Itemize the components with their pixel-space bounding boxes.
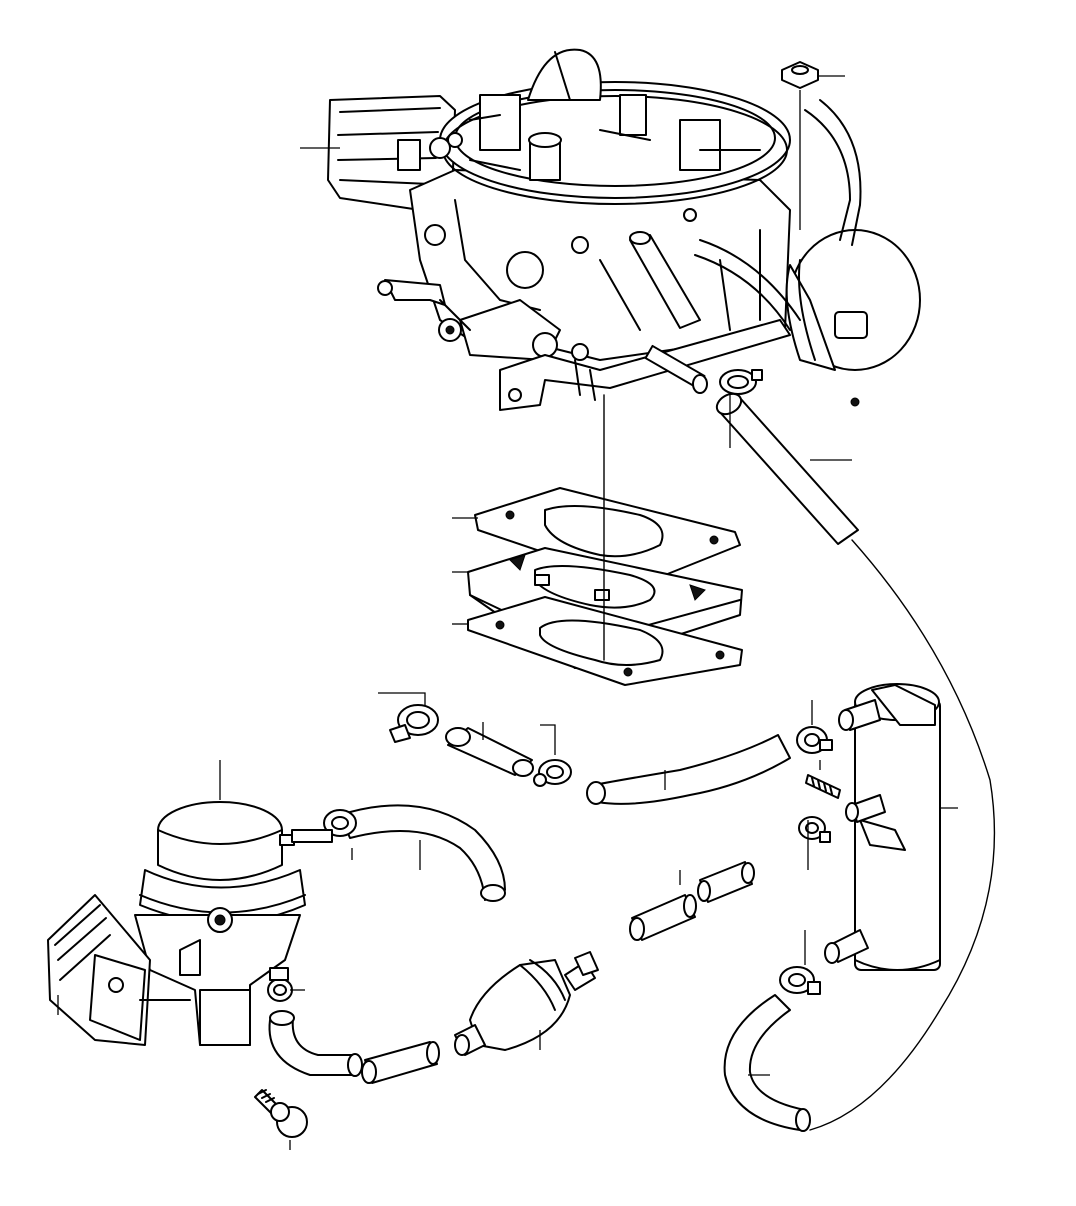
filter-connector[interactable] (629, 816, 831, 941)
pump-inlet-hose[interactable] (268, 1010, 363, 1077)
fuel-return-hose[interactable] (586, 734, 791, 805)
canister-screw[interactable] (805, 774, 841, 799)
fuel-inlet-hose[interactable] (713, 390, 859, 545)
fuel-pump[interactable] (47, 801, 306, 1046)
connector-tube[interactable] (445, 727, 534, 777)
hose-clamp-mid[interactable] (533, 759, 572, 787)
vent-line (809, 539, 996, 1131)
mounting-bolt[interactable] (254, 1089, 308, 1138)
fuel-filter[interactable] (454, 951, 599, 1056)
vacuum-hose[interactable] (694, 99, 862, 331)
pump-outlet-hose[interactable] (291, 804, 506, 902)
pump-hose-clamp[interactable] (267, 967, 293, 1002)
mounting-nut[interactable] (781, 61, 819, 89)
canister-hose[interactable] (723, 994, 811, 1132)
throttle-linkage[interactable] (377, 279, 471, 331)
vapor-canister[interactable] (838, 683, 941, 971)
hose-clamp[interactable] (719, 369, 763, 395)
carburetor[interactable] (327, 48, 791, 411)
filter-hose[interactable] (361, 1041, 440, 1084)
canister-fitting-lower[interactable] (779, 929, 869, 995)
gasket-lower[interactable] (467, 596, 743, 686)
vacuum-diaphragm[interactable] (785, 229, 921, 407)
callout-leaders (57, 75, 958, 1150)
hose-clamp-upper-left[interactable] (389, 704, 439, 743)
hose-clamp-canister[interactable] (796, 726, 833, 754)
